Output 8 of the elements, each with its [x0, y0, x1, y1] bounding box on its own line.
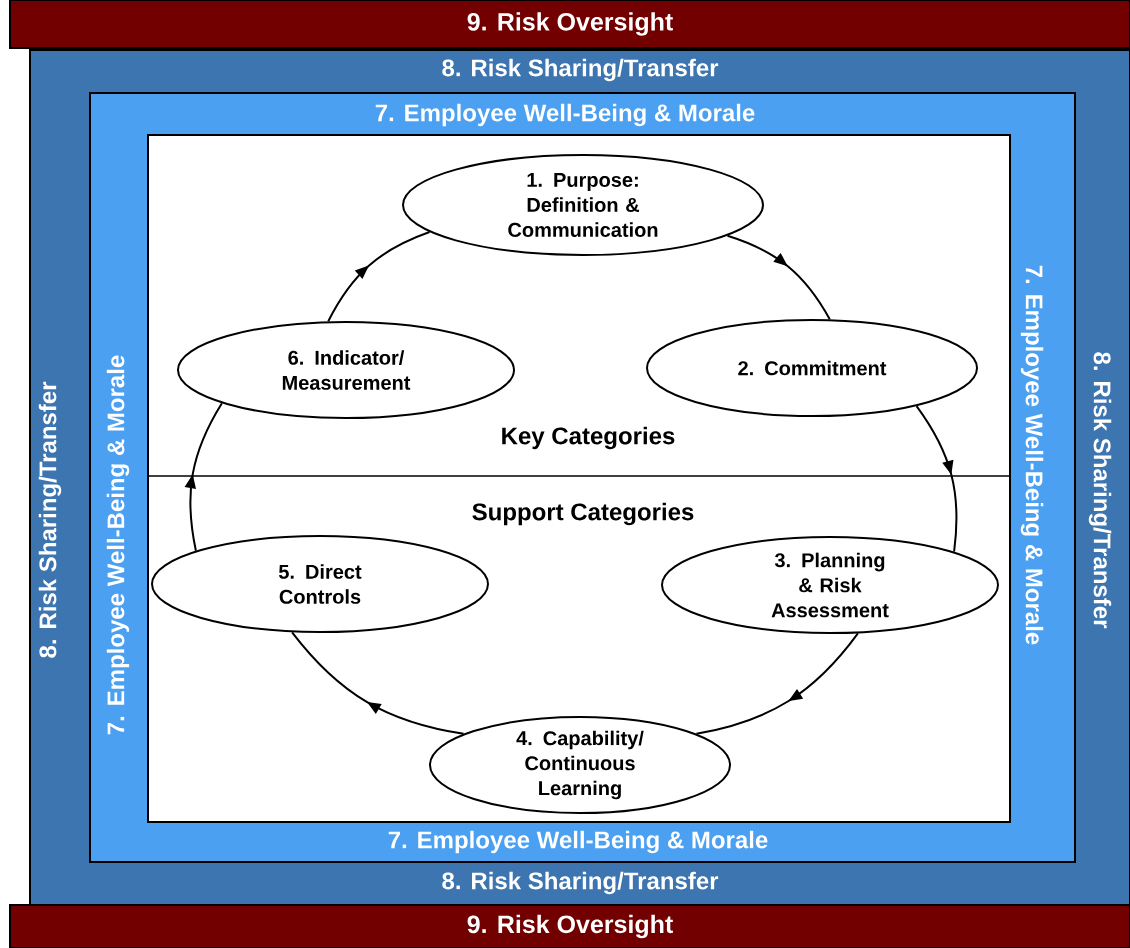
title-bar: 9. Risk Oversight: [9, 904, 1130, 948]
title-bar: 9. Risk Oversight: [9, 0, 1130, 49]
arrow: [915, 405, 958, 553]
arrow: [184, 402, 223, 552]
arrow: [695, 632, 859, 735]
arrow: [291, 631, 465, 735]
arrow: [726, 234, 831, 321]
arrow: [327, 231, 431, 323]
